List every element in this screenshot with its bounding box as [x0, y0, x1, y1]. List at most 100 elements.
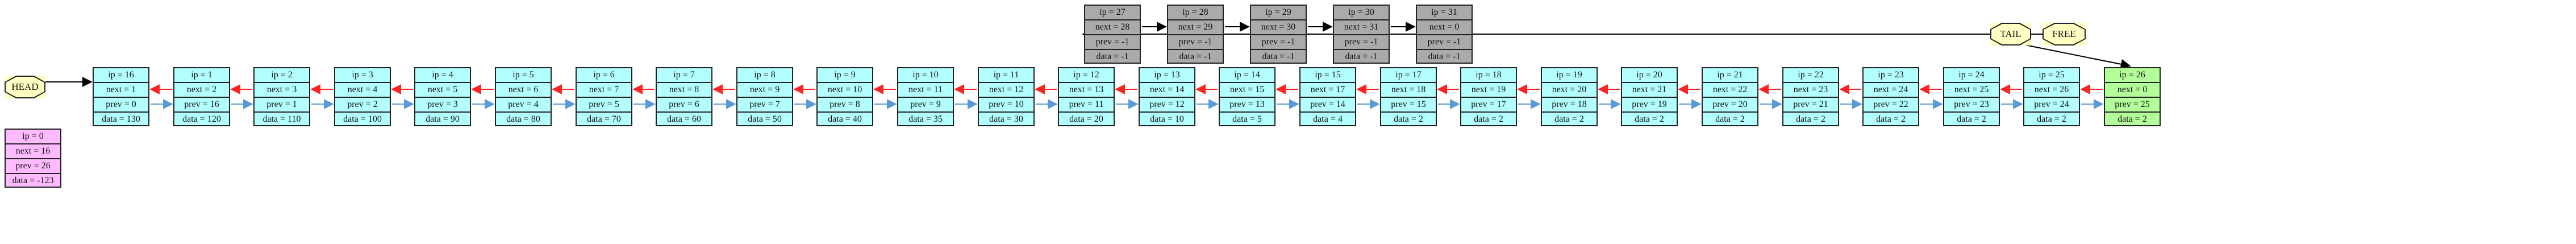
node-ip-field: ip = 7 [657, 68, 711, 83]
node-prev-field: prev = 26 [6, 159, 60, 174]
node-ip-field: ip = 19 [1542, 68, 1597, 83]
node-next-field: next = 8 [657, 83, 711, 98]
node-next-field: next = 10 [818, 83, 872, 98]
node-next-field: next = 0 [1417, 20, 1472, 35]
node-prev-field: prev = 7 [737, 98, 792, 113]
node-prev-field: prev = 11 [1059, 98, 1114, 113]
node-next-field: next = 15 [1220, 83, 1274, 98]
node-ip-field: ip = 12 [1059, 68, 1114, 83]
node-next-field: next = 6 [496, 83, 551, 98]
node-prev-field: prev = 14 [1300, 98, 1355, 113]
node-data-field: data = 4 [1313, 114, 1343, 124]
node-data-field: data = 2 [1554, 114, 1584, 124]
node-ip-field: ip = 2 [255, 68, 309, 83]
node-next-field: next = 4 [335, 83, 390, 98]
node-prev-field: prev = 3 [415, 98, 470, 113]
node-next-field: next = 14 [1140, 83, 1194, 98]
node-data-field: data = 50 [748, 114, 782, 124]
node-next-field: next = 0 [2105, 83, 2160, 98]
head-marker: HEAD [5, 76, 45, 98]
node-prev-field: prev = 9 [898, 98, 953, 113]
node-next-field: next = 13 [1059, 83, 1114, 98]
node-data-field: data = -1 [1262, 52, 1295, 61]
node-ip-field: ip = 31 [1417, 6, 1472, 20]
free-marker: FREE [2043, 23, 2086, 46]
node-ip-field: ip = 6 [577, 68, 631, 83]
node-ip-field: ip = 26 [2105, 68, 2160, 83]
octagon-fill [6, 77, 44, 97]
node-next-field: next = 17 [1300, 83, 1355, 98]
node-data-field: data = 40 [828, 114, 862, 124]
node-next-field: next = 25 [1944, 83, 1999, 98]
node-data-field: data = 60 [667, 114, 701, 124]
node-data-field: data = 80 [506, 114, 540, 124]
node-prev-field: prev = 4 [496, 98, 551, 113]
node-ip-field: ip = 1 [174, 68, 229, 83]
node-next-field: next = 24 [1864, 83, 1918, 98]
node-prev-field: prev = 19 [1622, 98, 1677, 113]
node-data-field: data = 120 [182, 114, 221, 124]
node-next-field: next = 3 [255, 83, 309, 98]
node-ip-field: ip = 9 [818, 68, 872, 83]
node-ip-field: ip = 8 [737, 68, 792, 83]
node-ip-field: ip = 15 [1300, 68, 1355, 83]
node-data-field: data = 2 [2037, 114, 2066, 124]
marker-label: FREE [2052, 28, 2076, 39]
marker-label: HEAD [11, 81, 39, 92]
node-next-field: next = 16 [6, 144, 60, 159]
node-prev-field: prev = 15 [1381, 98, 1436, 113]
node-prev-field: prev = 0 [94, 98, 148, 113]
node-prev-field: prev = 17 [1461, 98, 1516, 113]
node-data-field: data = 2 [1957, 114, 1986, 124]
node-next-field: next = 1 [94, 83, 148, 98]
node-prev-field: prev = 10 [979, 98, 1033, 113]
node-ip-field: ip = 5 [496, 68, 551, 83]
node-ip-field: ip = 3 [335, 68, 390, 83]
node-next-field: next = 18 [1381, 83, 1436, 98]
node-next-field: next = 19 [1461, 83, 1516, 98]
node-prev-field: prev = 5 [577, 98, 631, 113]
node-prev-field: prev = 24 [2024, 98, 2079, 113]
node-prev-field: prev = 21 [1783, 98, 1838, 113]
node-ip-field: ip = 24 [1944, 68, 1999, 83]
node-next-field: next = 5 [415, 83, 470, 98]
node-ip-field: ip = 20 [1622, 68, 1677, 83]
node-prev-field: prev = 22 [1864, 98, 1918, 113]
node-data-field: data = 70 [587, 114, 621, 124]
node-next-field: next = 28 [1085, 20, 1140, 35]
node-ip-field: ip = 0 [6, 130, 60, 144]
octagon-fill [1991, 24, 2030, 44]
node-data-field: data = 130 [102, 114, 140, 124]
node-data-field: data = 2 [1394, 114, 1423, 124]
node-prev-field: prev = 20 [1703, 98, 1757, 113]
node-ip-field: ip = 11 [979, 68, 1033, 83]
node-prev-field: prev = 13 [1220, 98, 1274, 113]
node-prev-field: prev = 2 [335, 98, 390, 113]
node-next-field: next = 9 [737, 83, 792, 98]
node-ip-field: ip = 27 [1085, 6, 1140, 20]
node-prev-field: prev = 6 [657, 98, 711, 113]
node-next-field: next = 21 [1622, 83, 1677, 98]
